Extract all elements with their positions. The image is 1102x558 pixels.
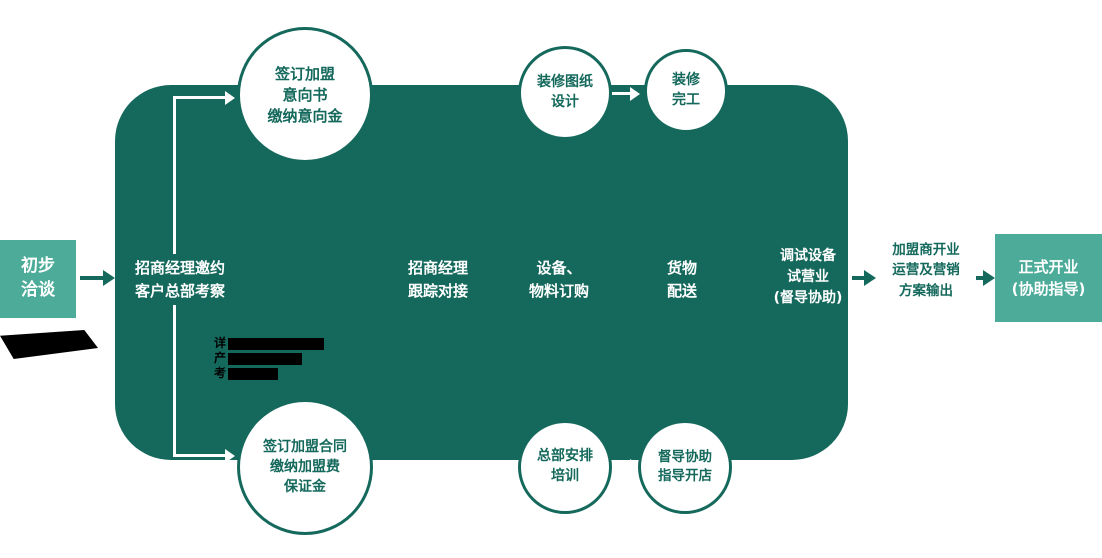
redacted-note-char: 产	[214, 351, 227, 365]
arrow-output-line	[852, 276, 865, 280]
step-trial-operation: 调试设备 试营业 (督导协助)	[728, 246, 888, 309]
milestone-label: 签订加盟 意向书 缴纳意向金	[267, 64, 343, 125]
milestone-label: 总部安排 培训	[537, 448, 593, 484]
connector-down-contract-vline	[173, 305, 176, 457]
milestone-circle-franchise-contract: 签订加盟合同 缴纳加盟费 保证金	[237, 399, 373, 535]
output-plan-block: 加盟商开业 运营及营销 方案输出	[870, 240, 982, 301]
redaction-bar	[228, 352, 303, 365]
redaction-bar	[228, 337, 325, 350]
redacted-note-row: 考	[214, 366, 324, 381]
redacted-note-char: 详	[214, 336, 227, 350]
milestone-circle-design-drawings: 装修图纸 设计	[518, 46, 612, 140]
step-goods-delivery: 货物 配送	[602, 257, 762, 302]
step-manager-followup: 招商经理 跟踪对接	[358, 257, 518, 302]
final-box-grand-opening: 正式开业 (协助指导)	[995, 234, 1102, 322]
milestone-label: 装修图纸 设计	[537, 74, 593, 110]
redaction-shape-left	[0, 330, 98, 359]
milestone-label: 装修 完工	[672, 72, 700, 108]
start-box-label: 初步 洽谈	[21, 256, 55, 300]
step-label: 招商经理邀约 客户总部考察	[134, 259, 225, 300]
redacted-note-row: 产	[214, 351, 324, 366]
arrow-output-head-icon	[864, 270, 876, 286]
connector-design-finish-arrow-icon	[630, 87, 640, 101]
start-box-initial-talk: 初步 洽谈	[0, 240, 76, 318]
milestone-label: 签订加盟合同 缴纳加盟费 保证金	[263, 438, 347, 496]
milestone-circle-intent-letter: 签订加盟 意向书 缴纳意向金	[237, 27, 373, 163]
connector-up-intent-arrow-icon	[225, 91, 235, 105]
arrow-final-head-icon	[983, 270, 995, 286]
step-invite-inspection: 招商经理邀约 客户总部考察	[100, 257, 260, 302]
redaction-bar	[228, 367, 279, 380]
connector-training-supervision-arrow-icon	[630, 459, 640, 473]
connector-design-finish-line	[612, 92, 632, 95]
milestone-circle-hq-training: 总部安排 培训	[518, 420, 612, 514]
step-label: 招商经理 跟踪对接	[407, 259, 468, 300]
connector-up-intent-hline	[173, 96, 225, 99]
step-equipment-order: 设备、 物料订购	[479, 257, 639, 302]
arrow-start-line	[80, 276, 105, 280]
connector-down-contract-hline	[173, 454, 225, 457]
redacted-note-char: 考	[214, 366, 227, 380]
arrow-final-line	[976, 276, 984, 280]
step-label: 调试设备 试营业 (督导协助)	[773, 248, 843, 306]
connector-up-intent-vline	[173, 96, 176, 254]
final-box-label: 正式开业 (协助指导)	[1011, 257, 1086, 299]
connector-training-supervision-line	[612, 464, 632, 467]
redacted-note-row: 详	[214, 336, 325, 351]
arrow-start-head-icon	[103, 270, 115, 286]
output-plan-label: 加盟商开业 运营及营销 方案输出	[892, 242, 960, 299]
main-process-panel	[115, 85, 848, 460]
milestone-label: 督导协助 指导开店	[658, 449, 712, 484]
redacted-note-block: 详 产 考	[214, 336, 325, 381]
milestone-circle-renovation-done: 装修 完工	[644, 49, 728, 133]
connector-down-contract-arrow-icon	[225, 449, 235, 463]
step-label: 货物 配送	[666, 259, 697, 300]
step-label: 设备、 物料订购	[528, 259, 589, 300]
milestone-circle-supervised-opening: 督导协助 指导开店	[638, 420, 732, 514]
